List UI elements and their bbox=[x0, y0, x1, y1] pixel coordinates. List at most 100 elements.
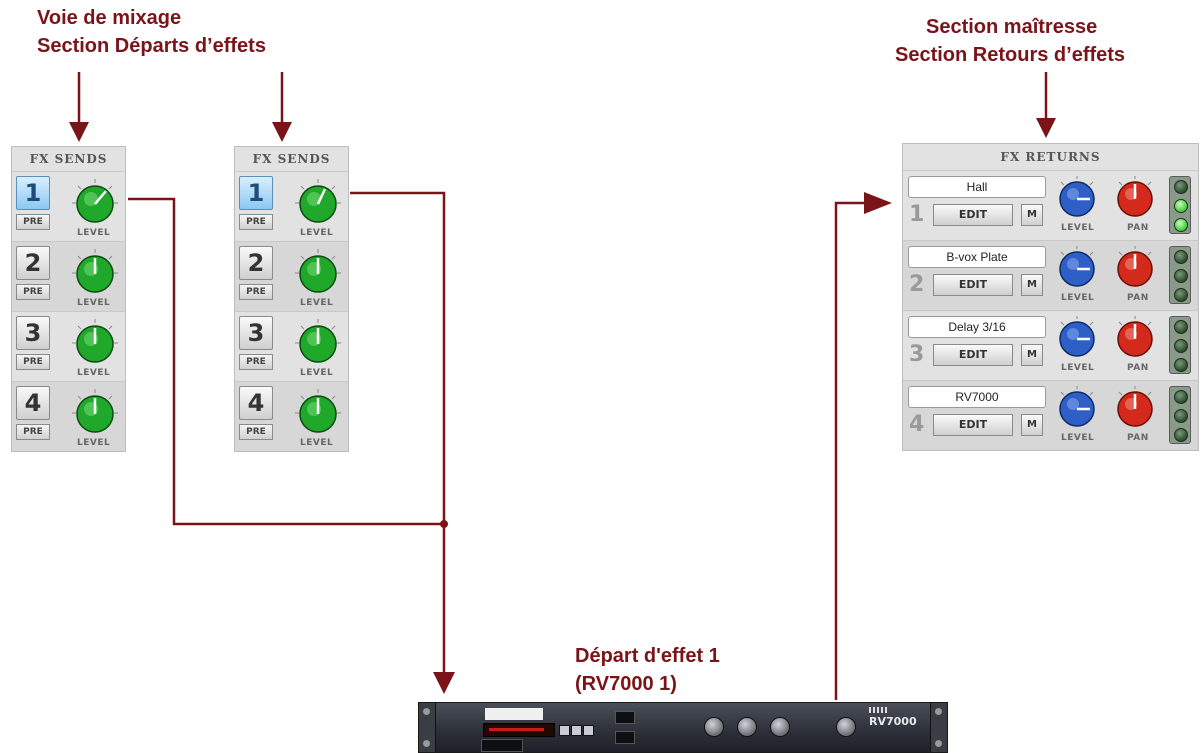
rack-hf-eq-knob[interactable] bbox=[770, 717, 790, 737]
rack-dry-wet-knob[interactable] bbox=[836, 717, 856, 737]
return-4-level-knob[interactable] bbox=[1053, 384, 1101, 432]
return-2-level-knob[interactable] bbox=[1053, 244, 1101, 292]
send-1-pre-button[interactable]: PRE bbox=[239, 214, 273, 230]
return-4-mute-button[interactable]: M bbox=[1021, 414, 1043, 436]
led bbox=[1174, 358, 1188, 372]
led-lit bbox=[1174, 218, 1188, 232]
arrowhead-rack bbox=[433, 672, 455, 694]
send-3-level-knob[interactable] bbox=[69, 317, 121, 369]
send-row-3: 3 PRE LEVEL bbox=[235, 311, 348, 381]
fx-sends-title: FX SENDS bbox=[29, 152, 108, 166]
led bbox=[1174, 409, 1188, 423]
return-1-level-knob[interactable] bbox=[1053, 174, 1101, 222]
send-1-button[interactable]: 1 bbox=[239, 176, 273, 210]
rack-ear-right bbox=[930, 703, 947, 752]
screw-icon bbox=[423, 708, 430, 715]
send-1-button[interactable]: 1 bbox=[16, 176, 50, 210]
send-3-button[interactable]: 3 bbox=[239, 316, 273, 350]
screw-icon bbox=[935, 740, 942, 747]
caption-master-line2: Section Retours d’effets bbox=[895, 44, 1126, 66]
wire-return bbox=[834, 201, 868, 700]
return-2-edit-button[interactable]: EDIT bbox=[933, 274, 1013, 296]
rack-device-name-strip[interactable] bbox=[485, 708, 543, 720]
return-2-level-label: LEVEL bbox=[1061, 293, 1095, 303]
send-3-pre-button[interactable]: PRE bbox=[239, 354, 273, 370]
led bbox=[1174, 269, 1188, 283]
return-4-edit-button[interactable]: EDIT bbox=[933, 414, 1013, 436]
send-4-level-knob[interactable] bbox=[292, 387, 344, 439]
return-4-pan-knob[interactable] bbox=[1111, 384, 1159, 432]
send-3-level-label: LEVEL bbox=[77, 368, 111, 378]
send-row-3: 3 PRE LEVEL bbox=[12, 311, 125, 381]
return-4-name[interactable]: RV7000 bbox=[908, 386, 1046, 408]
return-3-name[interactable]: Delay 3/16 bbox=[908, 316, 1046, 338]
fx-returns-title: FX RETURNS bbox=[1000, 150, 1101, 164]
send-3-button[interactable]: 3 bbox=[16, 316, 50, 350]
led bbox=[1174, 288, 1188, 302]
send-row-4: 4 PRE LEVEL bbox=[12, 381, 125, 451]
send-3-level-knob[interactable] bbox=[292, 317, 344, 369]
return-1-level-label: LEVEL bbox=[1061, 223, 1095, 233]
send-2-pre-button[interactable]: PRE bbox=[16, 284, 50, 300]
send-2-pre-button[interactable]: PRE bbox=[239, 284, 273, 300]
return-3-mute-button[interactable]: M bbox=[1021, 344, 1043, 366]
led bbox=[1174, 339, 1188, 353]
send-2-level-knob[interactable] bbox=[69, 247, 121, 299]
return-2-name[interactable]: B-vox Plate bbox=[908, 246, 1046, 268]
send-1-level-label: LEVEL bbox=[300, 228, 334, 238]
caption-master-line1: Section maîtresse bbox=[926, 16, 1098, 38]
arrowhead-return bbox=[864, 192, 892, 214]
send-4-button[interactable]: 4 bbox=[16, 386, 50, 420]
caption-fx-line1: Départ d'effet 1 bbox=[575, 645, 720, 667]
rack-button[interactable] bbox=[559, 725, 570, 736]
send-2-level-knob[interactable] bbox=[292, 247, 344, 299]
return-2-number: 2 bbox=[909, 272, 925, 297]
return-2-mute-button[interactable]: M bbox=[1021, 274, 1043, 296]
send-2-button[interactable]: 2 bbox=[239, 246, 273, 280]
send-row-1: 1 PRE LEVEL bbox=[235, 171, 348, 241]
rack-hf-damp-knob[interactable] bbox=[737, 717, 757, 737]
send-4-level-knob[interactable] bbox=[69, 387, 121, 439]
caption-fx-line2: (RV7000 1) bbox=[575, 673, 677, 695]
return-1-mute-button[interactable]: M bbox=[1021, 204, 1043, 226]
led-lit bbox=[1174, 199, 1188, 213]
send-4-level-label: LEVEL bbox=[77, 438, 111, 448]
caption-mixer-line1: Voie de mixage bbox=[37, 7, 182, 29]
screw-icon bbox=[935, 708, 942, 715]
return-4-pan-label: PAN bbox=[1127, 433, 1149, 443]
rack-ear-left bbox=[419, 703, 436, 752]
return-2-pan-knob[interactable] bbox=[1111, 244, 1159, 292]
return-4-meter bbox=[1169, 386, 1191, 444]
rack-patch-slot[interactable] bbox=[481, 739, 523, 752]
return-1-edit-button[interactable]: EDIT bbox=[933, 204, 1013, 226]
send-4-button[interactable]: 4 bbox=[239, 386, 273, 420]
return-3-pan-knob[interactable] bbox=[1111, 314, 1159, 362]
send-3-pre-button[interactable]: PRE bbox=[16, 354, 50, 370]
return-1-name[interactable]: Hall bbox=[908, 176, 1046, 198]
rack-button[interactable] bbox=[571, 725, 582, 736]
return-1-pan-knob[interactable] bbox=[1111, 174, 1159, 222]
return-1-number: 1 bbox=[909, 202, 925, 227]
send-row-1: 1 PRE LEVEL bbox=[12, 171, 125, 241]
send-1-level-knob[interactable] bbox=[292, 177, 344, 229]
rv7000-rack-unit[interactable]: RV7000 bbox=[418, 702, 948, 753]
send-4-pre-button[interactable]: PRE bbox=[239, 424, 273, 440]
send-4-pre-button[interactable]: PRE bbox=[16, 424, 50, 440]
send-row-2: 2 PRE LEVEL bbox=[235, 241, 348, 311]
return-3-edit-button[interactable]: EDIT bbox=[933, 344, 1013, 366]
return-3-level-knob[interactable] bbox=[1053, 314, 1101, 362]
send-2-button[interactable]: 2 bbox=[16, 246, 50, 280]
rack-gate-button[interactable] bbox=[615, 731, 635, 744]
led bbox=[1174, 428, 1188, 442]
rack-button[interactable] bbox=[583, 725, 594, 736]
arrowhead-2 bbox=[272, 122, 292, 142]
rack-decay-knob[interactable] bbox=[704, 717, 724, 737]
arrowhead-1 bbox=[69, 122, 89, 142]
return-row-2: B-vox Plate 2 EDIT M LEVEL PAN bbox=[903, 240, 1198, 310]
rack-eq-button[interactable] bbox=[615, 711, 635, 724]
rack-logo-bars bbox=[869, 707, 887, 713]
fx-sends-title: FX SENDS bbox=[252, 152, 331, 166]
send-1-pre-button[interactable]: PRE bbox=[16, 214, 50, 230]
send-1-level-knob[interactable] bbox=[69, 177, 121, 229]
